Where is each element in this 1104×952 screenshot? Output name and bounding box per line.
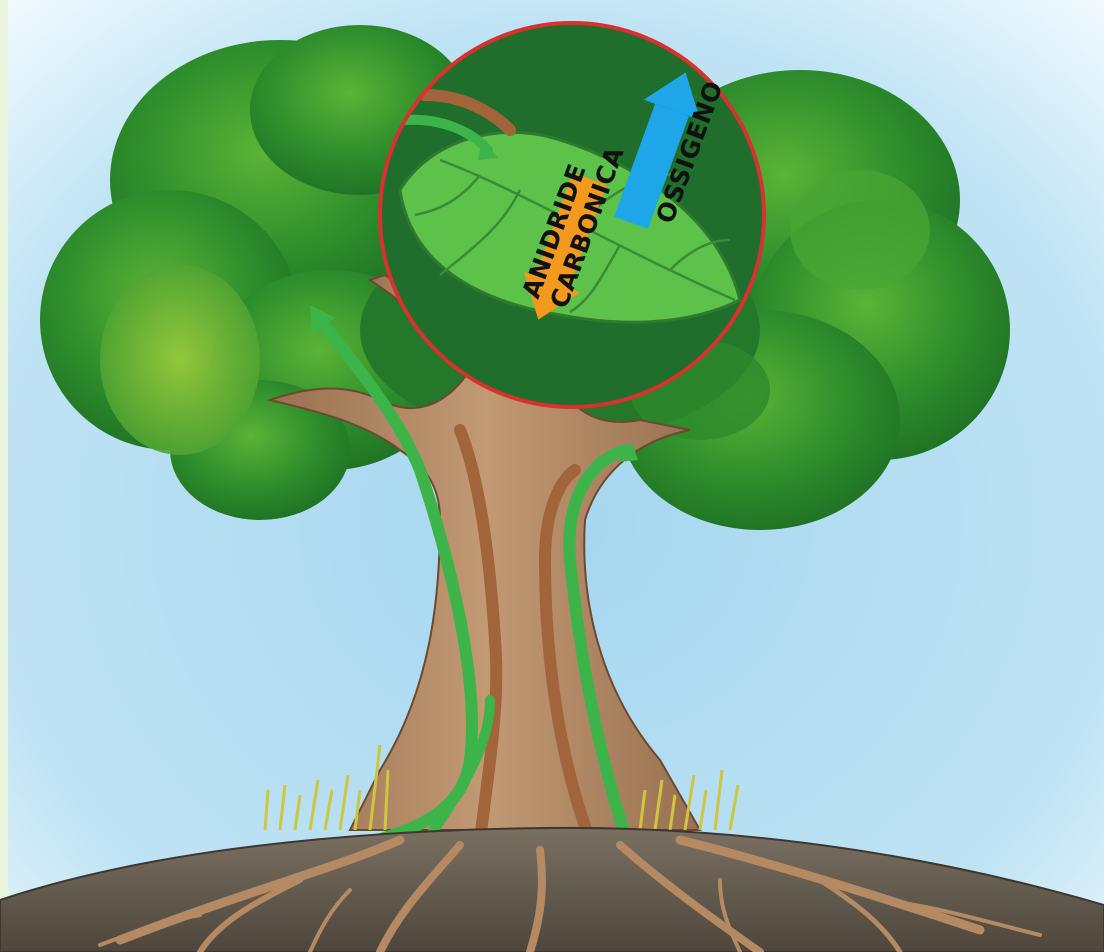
canopy-highlight (100, 265, 260, 455)
